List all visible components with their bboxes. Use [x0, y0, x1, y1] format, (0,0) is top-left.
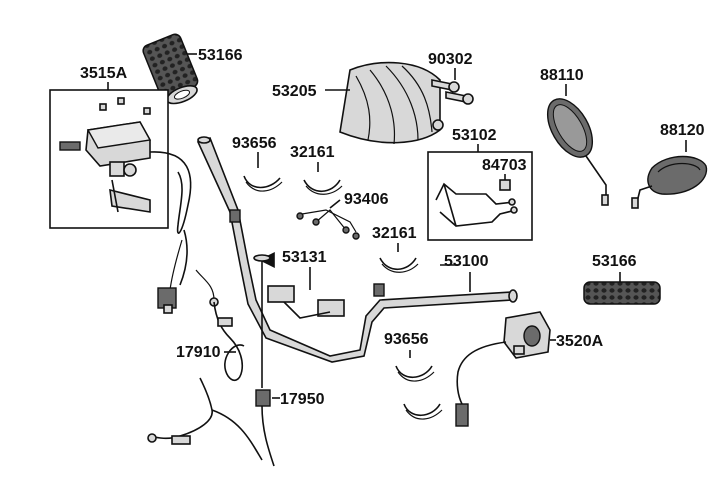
- part-label-88120: 88120: [660, 122, 705, 139]
- part-label-93656-top: 93656: [232, 135, 277, 152]
- part-label-53100: 53100: [444, 253, 489, 270]
- part-label-3520a: 3520A: [556, 333, 604, 350]
- part-label-84703: 84703: [482, 157, 527, 174]
- master-cylinder-part: [59, 97, 192, 234]
- bolt-90302-part: [431, 79, 474, 105]
- right-switch-part: [455, 311, 551, 427]
- part-label-53205: 53205: [272, 83, 317, 100]
- part-label-53102: 53102: [452, 127, 497, 144]
- right-grip-part: [583, 281, 661, 305]
- bracket-box: [427, 151, 533, 241]
- part-label-53166-right: 53166: [592, 253, 637, 270]
- bolts-93406-part: [296, 209, 360, 240]
- part-label-88110: 88110: [540, 67, 584, 84]
- throttle-cable-part: [147, 301, 263, 461]
- part-label-17950: 17950: [280, 391, 325, 408]
- part-label-53166-top: 53166: [198, 47, 243, 64]
- part-label-32161-bottom: 32161: [372, 225, 417, 242]
- part-label-53131: 53131: [282, 249, 327, 266]
- clamp-93656-bottom-part: [395, 365, 443, 420]
- brake-cable-part: [253, 252, 275, 467]
- clamp-32161-bottom-part: [379, 257, 419, 273]
- part-label-93656-bottom: 93656: [384, 331, 429, 348]
- brake-switch-wiring: [157, 229, 219, 314]
- windscreen-part: [339, 61, 444, 145]
- left-mirror-part: [546, 98, 609, 206]
- part-label-32161-top: 32161: [290, 144, 335, 161]
- part-label-17910: 17910: [176, 344, 221, 361]
- part-label-3515a: 3515A: [80, 65, 128, 82]
- part-label-90302: 90302: [428, 51, 473, 68]
- handlebar-part: [196, 136, 518, 363]
- part-label-93406: 93406: [344, 191, 389, 208]
- bracket-part: [435, 179, 518, 227]
- right-mirror-part: [631, 155, 708, 209]
- clamp-32161-top-part: [303, 179, 343, 195]
- left-grip-part: [142, 33, 199, 105]
- clamp-93656-top-part: [243, 175, 283, 192]
